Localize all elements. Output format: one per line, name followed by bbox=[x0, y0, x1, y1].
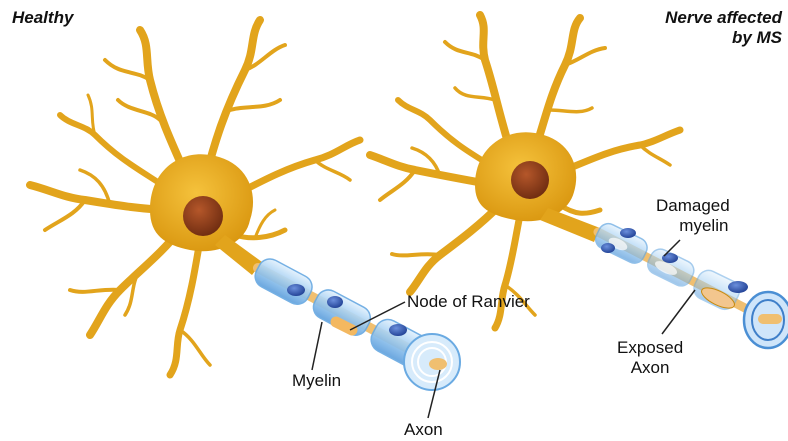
ms-title-line-2: by MS bbox=[665, 28, 782, 48]
exposed-axon-line-1: Exposed bbox=[617, 338, 683, 358]
healthy-title: Healthy bbox=[12, 8, 73, 28]
healthy-myelin-segment-2 bbox=[309, 286, 374, 340]
healthy-schwann-cell-1 bbox=[287, 284, 305, 296]
ms-schwann-cell-3 bbox=[662, 253, 678, 263]
ms-leader-lines bbox=[662, 240, 695, 334]
exposed-axon-line-2: Axon bbox=[617, 358, 683, 378]
damaged-myelin-line-2: myelin bbox=[656, 216, 730, 236]
axon-label: Axon bbox=[404, 420, 443, 440]
ms-nucleus bbox=[511, 161, 549, 199]
ms-title: Nerve affected by MS bbox=[665, 8, 782, 48]
healthy-myelin-segment-1 bbox=[251, 255, 316, 309]
healthy-axon-core bbox=[429, 358, 447, 370]
ms-schwann-cell-2 bbox=[601, 243, 615, 253]
healthy-nucleus bbox=[183, 196, 223, 236]
healthy-schwann-cell-3 bbox=[389, 324, 407, 336]
exposed-axon-label: Exposed Axon bbox=[617, 338, 683, 378]
ms-damaged-axon bbox=[591, 219, 788, 348]
ms-schwann-cell-4 bbox=[728, 281, 748, 293]
myelin-label: Myelin bbox=[292, 371, 341, 391]
healthy-title-text: Healthy bbox=[12, 8, 73, 27]
ms-axon-core bbox=[758, 314, 782, 324]
healthy-node-axon bbox=[336, 322, 352, 330]
healthy-myelinated-axon bbox=[250, 253, 460, 390]
ms-title-line-1: Nerve affected bbox=[665, 8, 782, 28]
healthy-schwann-cell-2 bbox=[327, 296, 343, 308]
node-of-ranvier-label: Node of Ranvier bbox=[407, 292, 530, 312]
damaged-myelin-label: Damaged myelin bbox=[656, 196, 730, 236]
ms-schwann-cell-1 bbox=[620, 228, 636, 238]
damaged-myelin-line-1: Damaged bbox=[656, 196, 730, 216]
healthy-neuron bbox=[30, 20, 460, 418]
